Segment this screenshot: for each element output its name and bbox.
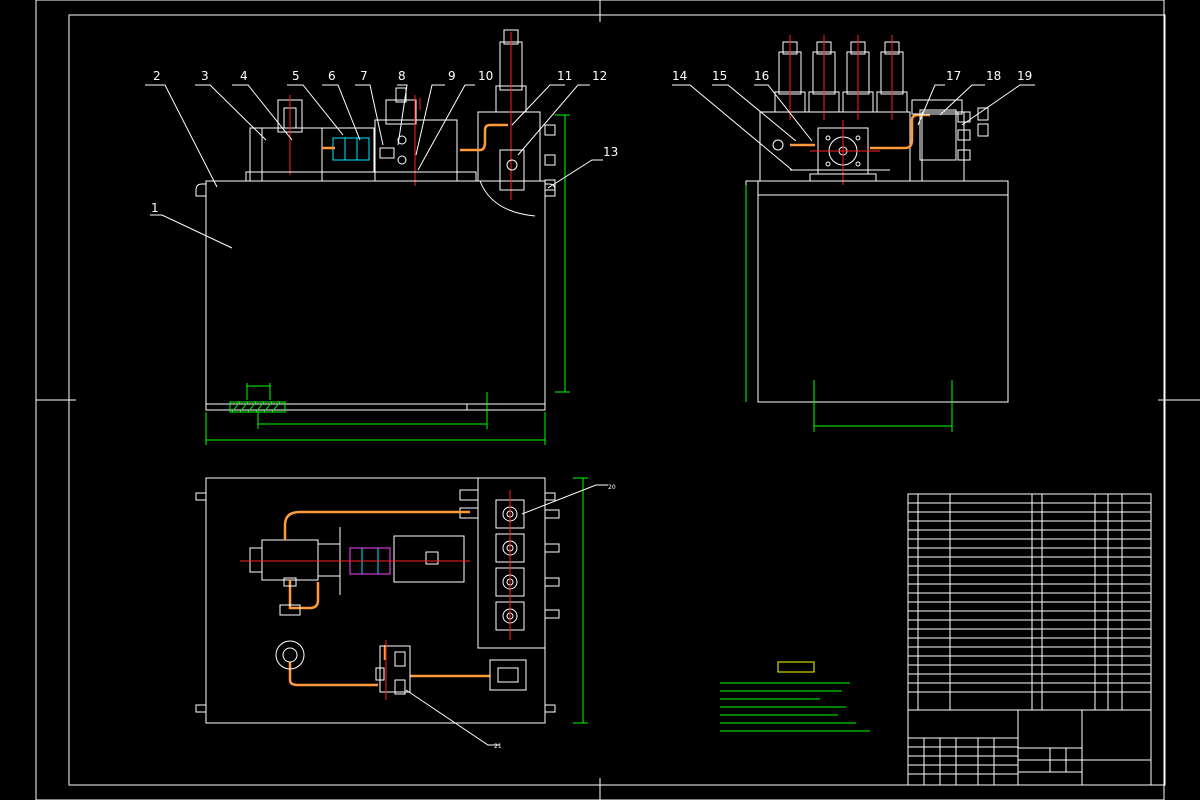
balloon-5: 5 (292, 69, 300, 83)
front-return-pipe (460, 123, 508, 152)
balloon-13: 13 (603, 145, 618, 159)
side-leaders (672, 84, 1035, 171)
front-motor (249, 127, 323, 182)
balloon-10: 10 (478, 69, 493, 83)
balloon-9: 9 (448, 69, 456, 83)
balloon-19: 19 (1017, 69, 1032, 83)
technical-requirements (720, 661, 870, 732)
sheet-outer-border (35, 0, 1165, 800)
side-pipe (870, 113, 930, 150)
side-valve-stack (774, 35, 908, 120)
balloon-15: 15 (712, 69, 727, 83)
plan-manifold-plate (477, 477, 546, 649)
side-view (745, 35, 1009, 432)
balloon-12: 12 (592, 69, 607, 83)
parts-list (907, 493, 1152, 711)
balloon-17: 17 (946, 69, 961, 83)
plan-view (195, 477, 588, 724)
balloon-2: 2 (153, 69, 161, 83)
front-leaders (145, 84, 603, 249)
side-tank-body (757, 180, 1009, 403)
plan-motor (261, 539, 319, 581)
balloon-6: 6 (328, 69, 336, 83)
title-block (907, 709, 1152, 786)
front-view (195, 29, 570, 445)
balloon-14: 14 (672, 69, 687, 83)
plan-pump (393, 535, 465, 583)
plan-leaders (405, 484, 608, 746)
front-tank-body (205, 180, 546, 411)
balloon-21: 21 (494, 743, 502, 750)
balloon-7: 7 (360, 69, 368, 83)
balloon-3: 3 (201, 69, 209, 83)
balloon-8: 8 (398, 69, 406, 83)
balloon-16: 16 (754, 69, 769, 83)
front-coupling (332, 137, 370, 161)
balloon-labels: 2 3 4 5 6 7 8 9 10 11 12 13 1 14 15 16 1… (151, 69, 1032, 750)
balloon-20: 20 (608, 484, 616, 491)
balloon-18: 18 (986, 69, 1001, 83)
balloon-1: 1 (151, 201, 159, 215)
balloon-4: 4 (240, 69, 248, 83)
plan-pressure-pipe (283, 510, 470, 540)
balloon-11: 11 (557, 69, 572, 83)
plan-return-pipe (288, 662, 378, 687)
front-manifold (477, 111, 541, 182)
plan-valve-ports (495, 490, 525, 640)
sheet-inner-border (68, 14, 1166, 786)
plan-filter (275, 640, 305, 670)
